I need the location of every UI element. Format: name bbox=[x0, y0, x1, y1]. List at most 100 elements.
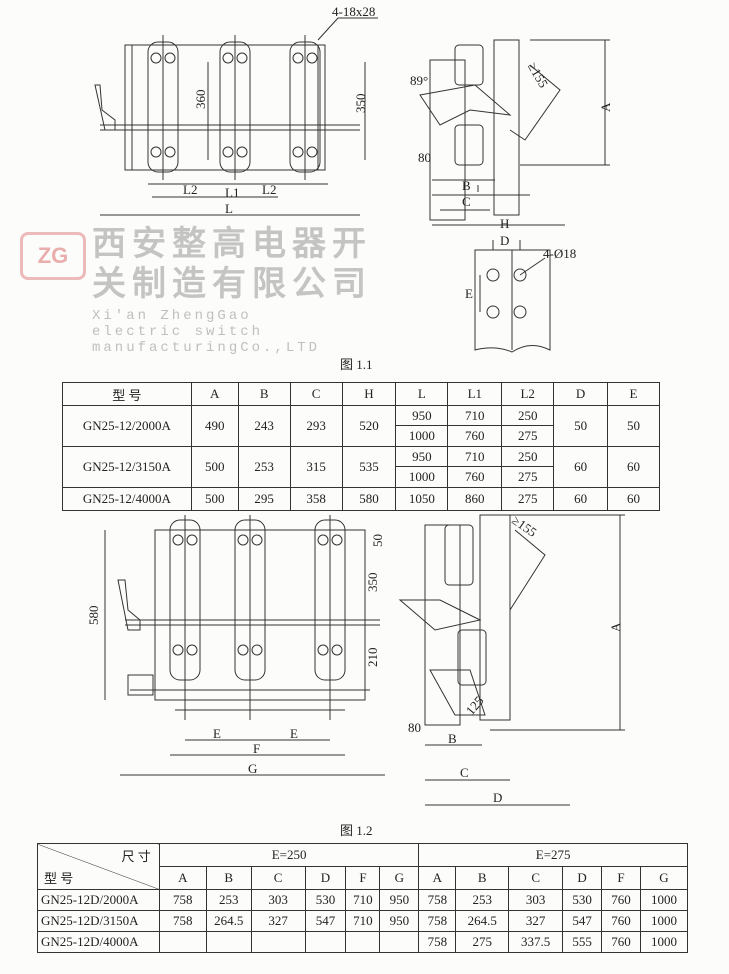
cell: 760 bbox=[447, 466, 503, 488]
label-a: A bbox=[598, 102, 613, 112]
cell: 327 bbox=[508, 910, 564, 932]
cell: 264.5 bbox=[205, 910, 252, 932]
cell bbox=[379, 931, 420, 953]
cell bbox=[158, 931, 207, 953]
table-row: GN25-12/4000A 500 295 358 580 1050 860 2… bbox=[62, 487, 660, 511]
table-row: GN25-12/2000A 490 243 293 520 950 710 25… bbox=[62, 405, 660, 447]
label-155: ≥155 bbox=[509, 512, 539, 540]
cell: 758 bbox=[418, 931, 457, 953]
cell: 860 bbox=[447, 487, 503, 511]
cell: 530 bbox=[562, 889, 603, 911]
cell: 1000 bbox=[639, 889, 689, 911]
label-f: F bbox=[253, 741, 260, 756]
label-350: 350 bbox=[365, 573, 380, 593]
pole-2 bbox=[219, 35, 251, 180]
label-l2-right: L2 bbox=[262, 182, 276, 197]
label-e-right: E bbox=[290, 726, 298, 741]
cell: 950 bbox=[379, 889, 420, 911]
cell: 60 bbox=[607, 446, 660, 488]
cell: 243 bbox=[237, 405, 291, 447]
label-c: C bbox=[460, 765, 469, 780]
label-holes: 4-Ø18 bbox=[543, 246, 576, 261]
label-e-left: E bbox=[213, 726, 221, 741]
cell: 760 bbox=[601, 910, 641, 932]
group-header-row: 尺 寸 型 号 E=250 E=275 bbox=[37, 843, 688, 890]
cell: 758 bbox=[418, 889, 457, 911]
label-580: 580 bbox=[86, 606, 101, 626]
cell: 60 bbox=[607, 487, 660, 511]
cell: 950 bbox=[379, 910, 420, 932]
label-80: 80 bbox=[408, 720, 421, 735]
label-d: D bbox=[500, 233, 509, 248]
header-a: A bbox=[190, 382, 239, 406]
label-155: ≥155 bbox=[525, 60, 551, 91]
cell: 303 bbox=[508, 889, 564, 911]
header-l1: L1 bbox=[447, 382, 503, 406]
fig1-side-view: 89° ≥155 A 80 B C H bbox=[410, 39, 613, 231]
cell: 710 bbox=[345, 889, 381, 911]
cell bbox=[345, 931, 381, 953]
cell: 275 bbox=[501, 487, 555, 511]
label-125: 125 bbox=[463, 693, 487, 718]
cell-model: GN25-12/4000A bbox=[62, 487, 192, 511]
cell: 60 bbox=[553, 487, 609, 511]
cell: 275 bbox=[501, 425, 555, 447]
group-header-e275: E=275 bbox=[418, 843, 688, 867]
column-header-f: F bbox=[345, 866, 381, 890]
column-header-d: D bbox=[562, 866, 603, 890]
label-a: A bbox=[608, 622, 623, 632]
cell: 580 bbox=[341, 487, 397, 511]
cell-model: GN25-12D/4000A bbox=[37, 931, 160, 953]
header-h: H bbox=[341, 382, 397, 406]
label-360: 360 bbox=[193, 90, 208, 110]
pole-1 bbox=[169, 515, 201, 720]
cell: 758 bbox=[158, 910, 207, 932]
cell: 710 bbox=[447, 446, 503, 467]
label-c: C bbox=[462, 194, 471, 209]
label-slot: 4-18x28 bbox=[332, 4, 375, 19]
column-header-f: F bbox=[601, 866, 641, 890]
fig1-front-view: 4-18x28 360 350 L2 L2 L1 L bbox=[94, 4, 378, 216]
cell: 760 bbox=[601, 889, 641, 911]
fig2-side-view: ≥155 A 80 125 B C D bbox=[398, 512, 625, 806]
label-h: H bbox=[500, 216, 509, 231]
cell: 50 bbox=[553, 405, 609, 447]
cell: 1000 bbox=[639, 931, 689, 953]
cell bbox=[304, 931, 347, 953]
cell: 337.5 bbox=[508, 931, 564, 953]
cell: 250 bbox=[501, 405, 555, 426]
label-b: B bbox=[462, 178, 471, 193]
cell-model: GN25-12D/2000A bbox=[37, 889, 160, 911]
cell: 275 bbox=[455, 931, 510, 953]
label-l: L bbox=[225, 201, 233, 216]
header-model: 型 号 bbox=[62, 382, 192, 406]
cell: 253 bbox=[205, 889, 252, 911]
header-l: L bbox=[395, 382, 449, 406]
label-l2-left: L2 bbox=[183, 182, 197, 197]
cell: 547 bbox=[304, 910, 347, 932]
column-header-a: A bbox=[158, 866, 207, 890]
cell: 710 bbox=[447, 405, 503, 426]
label-80: 80 bbox=[418, 150, 431, 165]
cell: 500 bbox=[190, 446, 239, 488]
label-b: B bbox=[448, 731, 457, 746]
cell: 950 bbox=[395, 405, 449, 426]
cell: 275 bbox=[501, 466, 555, 488]
table-row: GN25-12/3150A 500 253 315 535 950 710 25… bbox=[62, 446, 660, 488]
column-header-g: G bbox=[379, 866, 420, 890]
cell: 295 bbox=[237, 487, 291, 511]
table-subrow: 1000 760 275 bbox=[63, 425, 660, 447]
table-subrow: 1000 760 275 bbox=[63, 466, 660, 488]
cell: 327 bbox=[250, 910, 306, 932]
header-d: D bbox=[553, 382, 609, 406]
label-210: 210 bbox=[365, 648, 380, 668]
cell: 500 bbox=[190, 487, 239, 511]
cell: 547 bbox=[562, 910, 603, 932]
header-c: C bbox=[289, 382, 343, 406]
cell: 758 bbox=[418, 910, 457, 932]
label-50: 50 bbox=[370, 534, 385, 547]
